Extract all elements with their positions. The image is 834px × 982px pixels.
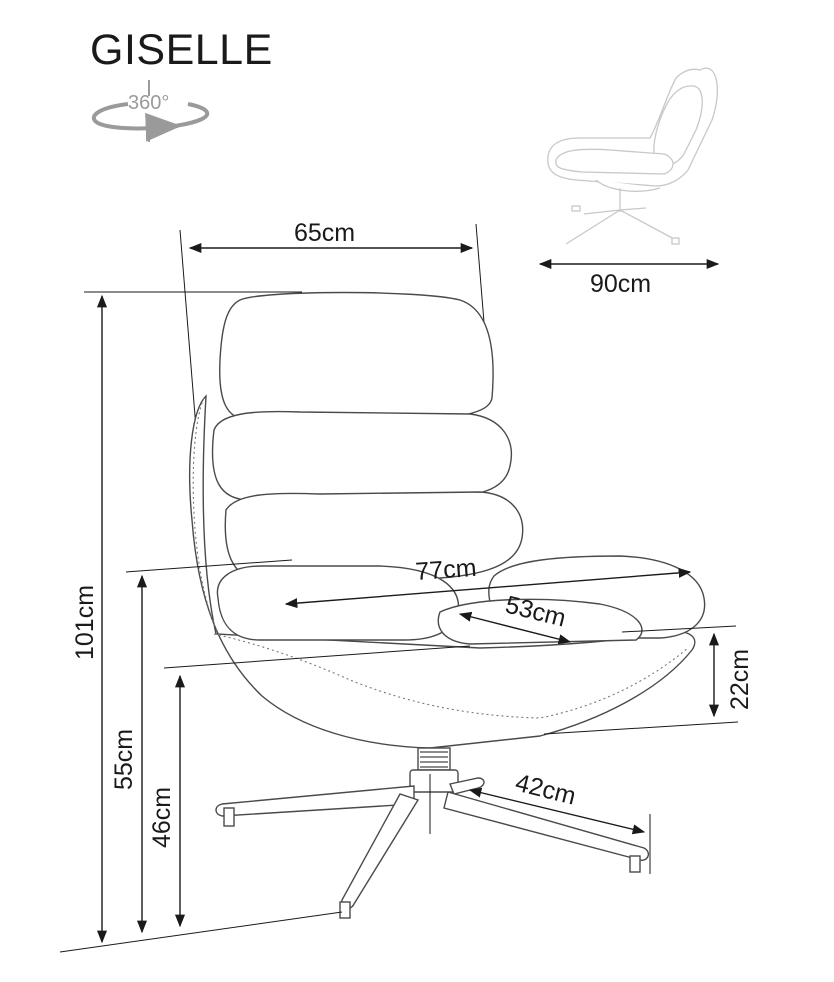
width-label: 65cm [294, 219, 355, 247]
rotation-360-icon: 360° [91, 80, 210, 142]
height-armrest-label: 55cm [110, 729, 138, 790]
height-total-label: 101cm [71, 585, 99, 660]
height-seat-label: 46cm [148, 787, 176, 848]
depth-label: 90cm [590, 270, 651, 298]
product-title: GISELLE [90, 26, 273, 74]
seat-width-label: 77cm [414, 554, 477, 586]
front-view-chair [188, 291, 706, 919]
base-height-label: 22cm [726, 649, 754, 710]
side-view-chair [547, 67, 718, 245]
rotation-label: 360° [128, 92, 169, 114]
base-radius-label: 42cm [513, 769, 579, 811]
